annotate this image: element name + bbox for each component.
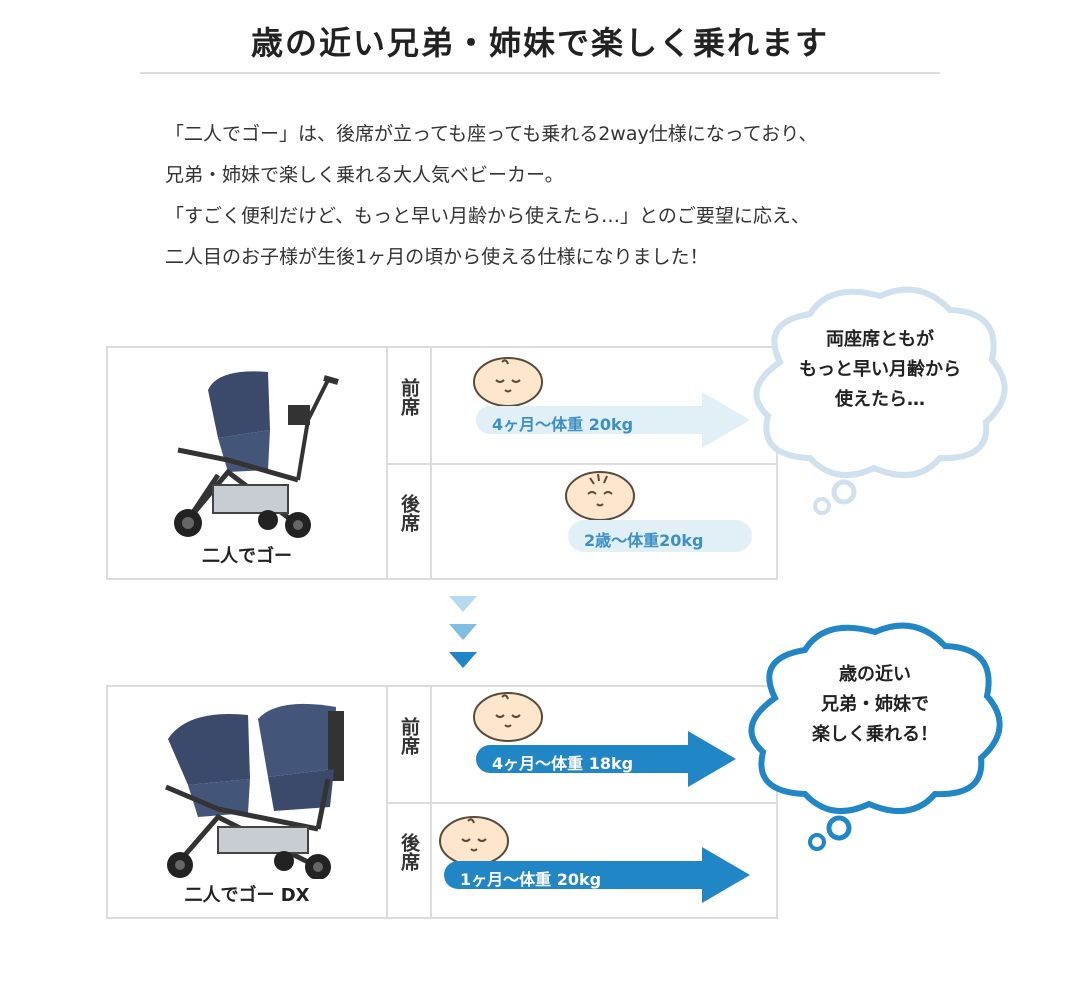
front-seat-label: 前席 bbox=[398, 378, 420, 416]
product-name: 二人でゴー DX bbox=[184, 885, 310, 906]
baby-face-icon bbox=[473, 692, 543, 742]
intro-line: 二人目のお子様が生後1ヶ月の頃から使える仕様になりました！ bbox=[165, 246, 709, 268]
intro-paragraph: 「二人でゴー」は、後席が立っても座っても乗れる2way仕様になっており、 兄弟・… bbox=[165, 114, 925, 278]
thought-cloud-wish bbox=[753, 286, 1008, 515]
front-range-arrow bbox=[476, 392, 750, 448]
rear-seat-label: 後席 bbox=[398, 494, 420, 532]
product-table-standard: 二人でゴー 前席 後席 4ヶ月〜体重 20kg 2歳〜体重20kg bbox=[106, 346, 778, 580]
intro-line: 「二人でゴー」は、後席が立っても座っても乗れる2way仕様になっており、 bbox=[165, 123, 818, 145]
front-range-label: 4ヶ月〜体重 18kg bbox=[492, 754, 634, 773]
thought-cloud-benefit bbox=[748, 622, 1003, 851]
heading-divider bbox=[140, 72, 940, 74]
front-range-label: 4ヶ月〜体重 20kg bbox=[492, 415, 634, 434]
intro-line: 兄弟・姉妹で楽しく乗れる大人気ベビーカー。 bbox=[165, 164, 564, 186]
thought-cloud-benefit-text: 歳の近い 兄弟・姉妹で 楽しく乗れる！ bbox=[812, 664, 938, 745]
page-heading: 歳の近い兄弟・姉妹で楽しく乗れます bbox=[250, 24, 829, 62]
product-table-dx: 二人でゴー DX 前席 後席 4ヶ月〜体重 18kg 1ヶ月〜体重 20kg bbox=[106, 685, 778, 919]
thought-cloud-wish-text: 両座席ともが もっと早い月齢から 使えたら… bbox=[799, 329, 961, 410]
tandem-stroller-dx-image bbox=[165, 703, 344, 879]
rear-range-arrow bbox=[444, 847, 750, 903]
front-seat-label: 前席 bbox=[398, 717, 420, 755]
tandem-stroller-image bbox=[174, 371, 339, 538]
down-chevrons-icon bbox=[449, 596, 477, 668]
rear-range-bar bbox=[568, 520, 752, 552]
product-name: 二人でゴー bbox=[202, 546, 292, 567]
rear-range-label: 1ヶ月〜体重 20kg bbox=[460, 870, 602, 889]
front-range-arrow bbox=[476, 731, 736, 787]
rear-range-label: 2歳〜体重20kg bbox=[584, 531, 704, 550]
baby-face-icon bbox=[565, 471, 635, 521]
rear-seat-label: 後席 bbox=[398, 833, 420, 871]
intro-line: 「すごく便利だけど、もっと早い月齢から使えたら…」とのご要望に応え、 bbox=[165, 205, 810, 227]
